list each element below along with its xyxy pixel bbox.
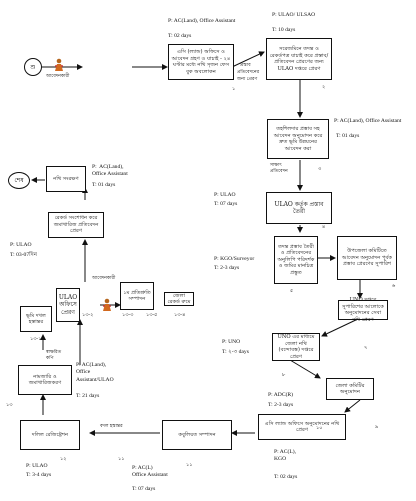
step19-role: P: AC(Land), Office Assistant <box>92 164 128 178</box>
step1-time: T: 02 days <box>168 33 192 39</box>
step11-time: T: 07 days <box>132 486 156 492</box>
step13-role: P: AC(Land), Office Assistant/ULAO <box>76 362 114 383</box>
step16-box: ১ম প্রতিশ্রুতি সম্পাদন <box>120 282 154 310</box>
step8-time: T: ২-৩ days <box>222 349 249 355</box>
step4-role: P: ULAO <box>214 192 236 198</box>
step16-num: ১৩-৩ <box>122 312 134 318</box>
step17-num: ১৩-৪ <box>174 312 186 318</box>
step12-box: দলিল রেজিষ্ট্রেশন <box>20 420 80 450</box>
step4-box: ULAO কর্তৃক প্রস্তাব তৈরী <box>266 192 332 224</box>
step3-text: তহশিলদার প্রস্তাব সহ আবেদন অনুমোদন করে দ… <box>273 126 323 152</box>
step1-role: P: AC(Land), Office Assistant <box>168 18 236 24</box>
step2-box: সরেজমিনে তদন্ত ও রেকর্ডপত্র যাচাই করে প্… <box>266 38 332 80</box>
step13-text: নামজারি ও জমাখারিজকরণ <box>28 373 62 387</box>
arrow-label-signed: স্বাক্ষরিত কপি <box>46 350 62 361</box>
step11-text: কবুলিয়ত সম্পাদন <box>178 431 216 438</box>
step11-box: কবুলিয়ত সম্পাদন <box>162 420 232 450</box>
step6-text: উপজেলা কমিটিতে আবেদন অনুমোদন পূর্বক প্রস… <box>341 248 393 268</box>
step3-box: তহশিলদার প্রস্তাব সহ আবেদন অনুমোদন করে দ… <box>267 119 329 159</box>
step5-num: ৫ <box>290 288 294 294</box>
step8-text: UNO এর মাধ্যমে জেলা নথি (বন্দোবস্ত) দপ্ত… <box>277 334 315 360</box>
step10-role: P: AC(L), KGO <box>274 449 297 463</box>
applicant-label-2: আবেদনকারী <box>92 276 116 281</box>
arrow-label-handover: বদল হস্তান্তর <box>100 424 123 429</box>
step11-num: ১১ <box>118 456 125 462</box>
applicant-label: আবেদনকারী <box>46 74 70 79</box>
step5-text: তদন্ত প্রস্তাব তৈরী ও প্রতিবেদনের অনুলিপ… <box>277 243 315 276</box>
step14-num: ১৩-১ <box>30 336 42 342</box>
step7-text: UNO দপ্তরে সুপারিশের আলোকে অনুমোদনের সেব… <box>342 297 384 323</box>
step9-time: T: 2-3 days <box>268 402 294 408</box>
step19-time: T: 01 days <box>92 182 116 188</box>
step5-role: P: KGO/Surveyor <box>214 256 255 262</box>
step13-time: T: 21 days <box>76 393 100 399</box>
arrow-label-report2: প্রতিবেদন <box>270 169 288 174</box>
step2-num: ২ <box>322 84 326 90</box>
step2-time: T: 10 days <box>272 27 296 33</box>
step3-time: T: 01 days <box>336 133 360 139</box>
step4-num: ৪ <box>322 224 326 230</box>
step16-text: ১ম প্রতিশ্রুতি সম্পাদন <box>123 289 151 303</box>
step14-text: ভূমি দখল হস্তান্তর <box>26 312 46 326</box>
step15-time: T: 03-07দিন <box>10 252 38 258</box>
step11-num-b: ১১ <box>186 462 193 468</box>
step15-box: ULAO অফিসে প্রেরণ <box>56 288 80 322</box>
applicant-icon <box>55 58 63 71</box>
step4-time: T: 07 days <box>214 201 238 207</box>
step8-role: P: UNO <box>222 339 241 345</box>
step17-text: জেলা রেকর্ড রুমে <box>167 292 191 306</box>
step1-text: এসি (ল্যান্ড) অফিসে ও আবেদন গ্রহণ ও যাচা… <box>171 49 231 75</box>
step19-text: নথি সংরক্ষণ <box>53 175 79 182</box>
step18-box: রেকর্ড সংশোধন করে জমাখারিজ প্রতিবেদন প্র… <box>48 212 104 238</box>
step17-box: জেলা রেকর্ড রুমে <box>164 292 194 306</box>
step12-role: P: ULAO <box>26 463 48 469</box>
step11-role: P: AC(L) Office Assistant <box>132 465 168 479</box>
end-label: শেষ <box>14 177 24 184</box>
arrow-label-send: জন্য প্রেরণ <box>237 77 258 82</box>
step7-box: UNO দপ্তরে সুপারিশের আলোকে অনুমোদনের সেব… <box>338 297 388 323</box>
step15-role: P: ULAO <box>10 242 32 248</box>
step8-box: UNO এর মাধ্যমে জেলা নথি (বন্দোবস্ত) দপ্ত… <box>272 333 320 361</box>
start-label: শু <box>30 63 36 71</box>
step9-text: জেলা কমিটির অনুমোদন <box>335 382 365 396</box>
step9-role: P: ADC(R) <box>268 392 294 398</box>
step9-num: ৯ <box>375 424 379 430</box>
step13-num: ১৩ <box>6 402 13 408</box>
step16-num-b: ১৩-৫ <box>146 312 158 318</box>
end-node: শেষ <box>8 172 30 189</box>
step1-box: এসি (ল্যান্ড) অফিসে ও আবেদন গ্রহণ ও যাচা… <box>168 44 234 80</box>
arrow-label-meet: সাক্ষাৎ <box>270 163 282 168</box>
step12-time: T: 3-4 days <box>26 472 52 478</box>
step10-time: T: 02 days <box>274 474 298 480</box>
step12-num: ১২ <box>60 456 67 462</box>
step10-box: এসি ল্যান্ড অফিসে অনুমোদনের নথি প্রেরণ <box>258 414 346 440</box>
step13-box: নামজারি ও জমাখারিজকরণ <box>18 365 72 395</box>
step3-role: P: AC(Land), Office Assistant <box>334 118 402 124</box>
step12-text: দলিল রেজিষ্ট্রেশন <box>31 431 69 438</box>
step5-box: তদন্ত প্রস্তাব তৈরী ও প্রতিবেদনের অনুলিপ… <box>274 236 318 284</box>
step10-text: এসি ল্যান্ড অফিসে অনুমোদনের নথি প্রেরণ <box>264 420 340 434</box>
step2-role: P: ULAO/ ULSAO <box>272 12 316 18</box>
step3-num: ৩ <box>318 166 322 172</box>
step14-box: ভূমি দখল হস্তান্তর <box>20 306 52 332</box>
step19-box: নথি সংরক্ষণ <box>46 166 86 192</box>
applicant-icon-2 <box>103 298 111 311</box>
step10-num: ১০ <box>316 425 323 431</box>
step6-num: ৬ <box>392 283 396 289</box>
step15-text: ULAO অফিসে প্রেরণ <box>58 293 78 316</box>
start-node: শু <box>24 58 42 76</box>
step4-text: ULAO কর্তৃক প্রস্তাব তৈরী <box>274 200 324 216</box>
step6-box: উপজেলা কমিটিতে আবেদন অনুমোদন পূর্বক প্রস… <box>337 236 397 280</box>
step2-text: সরেজমিনে তদন্ত ও রেকর্ডপত্র যাচাই করে প্… <box>269 46 329 72</box>
arrow-label-proposal: প্রস্তাব <box>240 63 251 68</box>
arrow-label-report: প্রতিবেদনের <box>237 70 260 75</box>
step18-text: রেকর্ড সংশোধন করে জমাখারিজ প্রতিবেদন প্র… <box>53 215 99 235</box>
step15-num: ১৩-২ <box>82 312 94 318</box>
step9-box: জেলা কমিটির অনুমোদন <box>326 378 374 400</box>
step5-time: T: 2-3 days <box>214 265 240 271</box>
step8-num: ৮ <box>282 372 286 378</box>
step1-num: ১ <box>232 86 236 92</box>
step7-num: ৭ <box>364 345 368 351</box>
